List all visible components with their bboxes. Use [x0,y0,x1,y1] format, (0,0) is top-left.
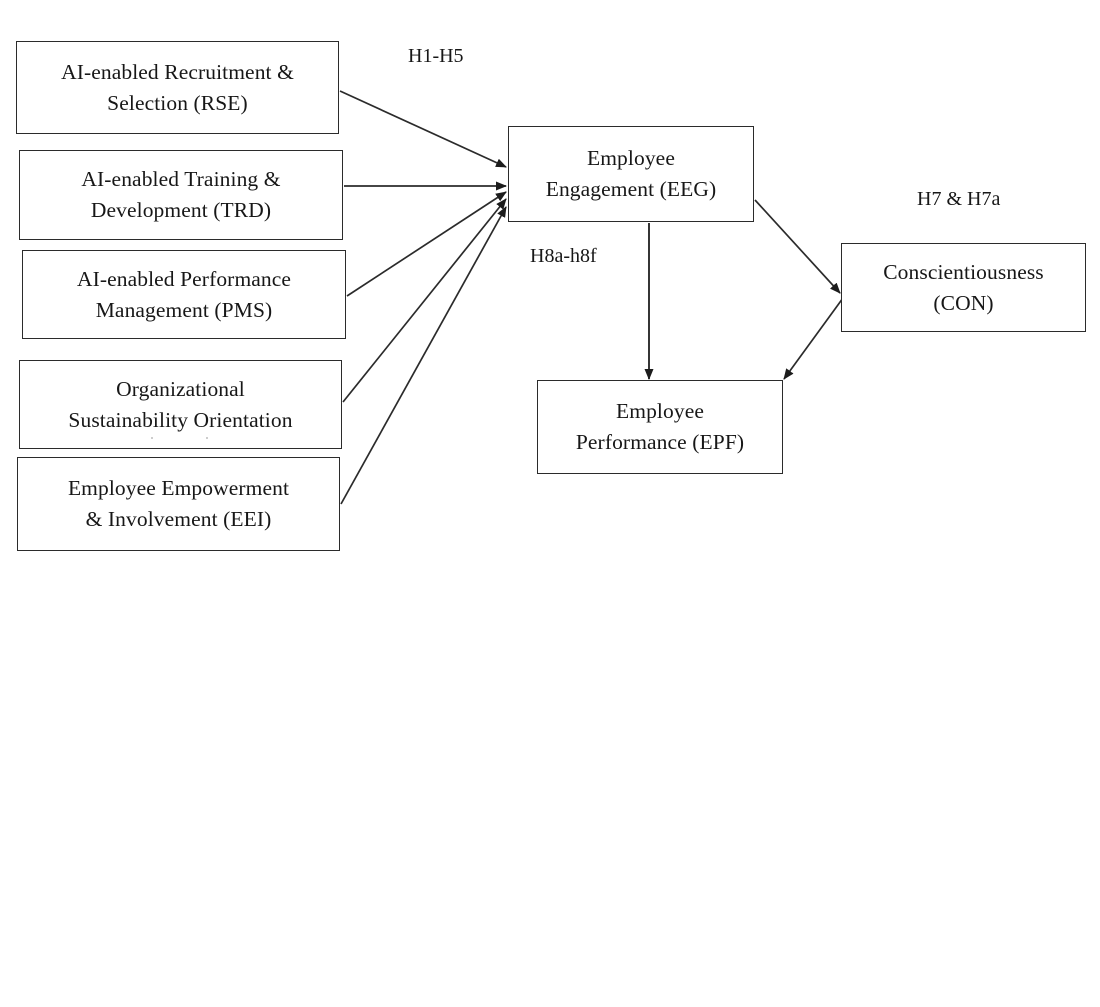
node-training-development[interactable]: AI-enabled Training & Development (TRD) [19,150,343,240]
edge-oso-to-eeg [342,198,507,403]
node-label-oso: Organizational Sustainability Orientatio… [68,376,293,432]
node-employee-engagement[interactable]: Employee Engagement (EEG) [508,126,754,222]
node-label-pms: AI-enabled Performance Management (PMS) [76,266,292,322]
node-label-trd: AI-enabled Training & Development (TRD) [81,167,281,222]
edge-eeg-to-con [754,199,841,294]
edge-con-to-epf [783,297,844,380]
edge-pms-to-eeg [346,191,507,297]
node-label-rse: AI-enabled Recruitment & Selection (RSE) [61,59,294,115]
scan-artifact-dot [151,437,153,439]
edge-eei-to-eeg [340,206,507,505]
node-performance-management[interactable]: AI-enabled Performance Management (PMS) [22,250,346,339]
hypothesis-label-h8a-h8f: H8a-h8f [530,245,597,267]
node-organizational-sustainability-orientation[interactable]: Organizational Sustainability Orientatio… [19,360,342,449]
node-label-eei: Employee Empowerment & Involvement (EEI) [67,476,290,531]
hypothesis-label-h1-h5: H1-H5 [408,45,464,67]
edge-rse-to-eeg [339,90,507,168]
node-label-epf: Employee Performance (EPF) [575,399,745,454]
node-label-eeg: Employee Engagement (EEG) [545,146,717,201]
node-employee-performance[interactable]: Employee Performance (EPF) [537,380,783,474]
scan-artifact-dot [206,437,208,439]
node-recruitment-selection[interactable]: AI-enabled Recruitment & Selection (RSE) [16,41,339,134]
node-label-con: Conscientiousness (CON) [883,259,1044,315]
node-employee-empowerment-involvement[interactable]: Employee Empowerment & Involvement (EEI) [17,457,340,551]
node-conscientiousness[interactable]: Conscientiousness (CON) [841,243,1086,332]
hypothesis-label-h7-h7a: H7 & H7a [917,188,1001,210]
